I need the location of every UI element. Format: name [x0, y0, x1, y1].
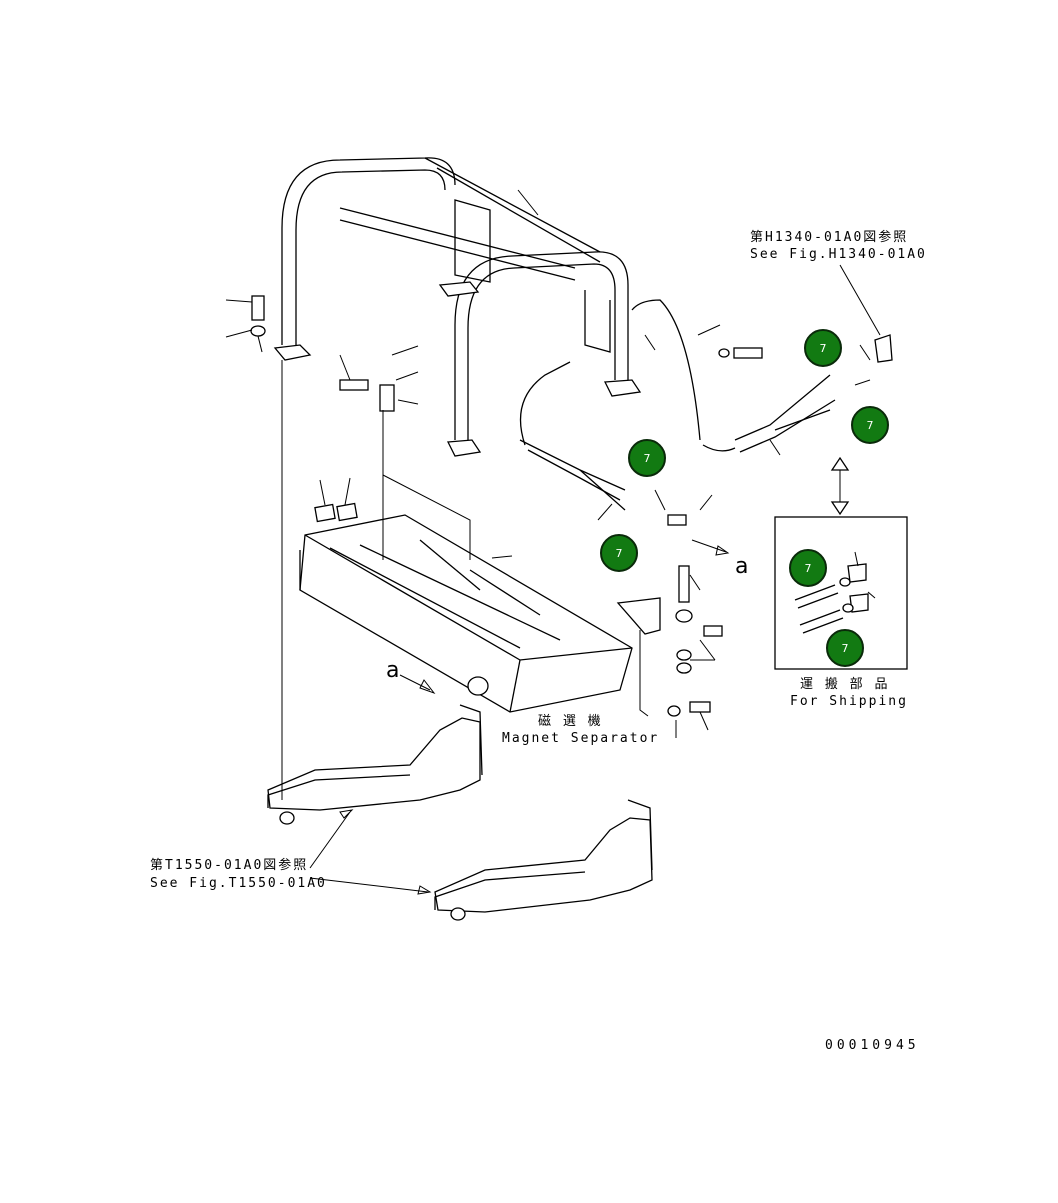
view-marker-right: a	[735, 554, 749, 579]
support-frames	[267, 704, 653, 921]
part-badge[interactable]: 7	[851, 406, 889, 444]
magnet-separator-body	[299, 514, 633, 713]
part-badge[interactable]: 7	[600, 534, 638, 572]
view-marker-left: a	[386, 658, 400, 683]
part-badge[interactable]: 7	[826, 629, 864, 667]
part-badge[interactable]: 7	[789, 549, 827, 587]
frame-reference-jp: 第T1550-01A0図参照	[150, 858, 309, 873]
part-badge[interactable]: 7	[628, 439, 666, 477]
frame-reference-en: See Fig.T1550-01A0	[150, 876, 327, 891]
separator-label-en: Magnet Separator	[502, 731, 660, 746]
part-badge[interactable]: 7	[804, 329, 842, 367]
drawing-number: 00010945	[825, 1038, 920, 1053]
separator-label-jp: 磁 選 機	[538, 714, 603, 729]
hose-reference-jp: 第H1340-01A0図参照	[750, 230, 909, 245]
fasteners	[250, 295, 893, 717]
roll-cage	[273, 157, 642, 457]
hose-lines	[519, 299, 836, 511]
hose-reference-en: See Fig.H1340-01A0	[750, 247, 927, 262]
shipping-label-en: For Shipping	[790, 694, 908, 709]
shipping-label-jp: 運 搬 部 品	[800, 677, 890, 692]
shipping-inset	[774, 516, 908, 670]
leader-lines	[225, 189, 881, 895]
